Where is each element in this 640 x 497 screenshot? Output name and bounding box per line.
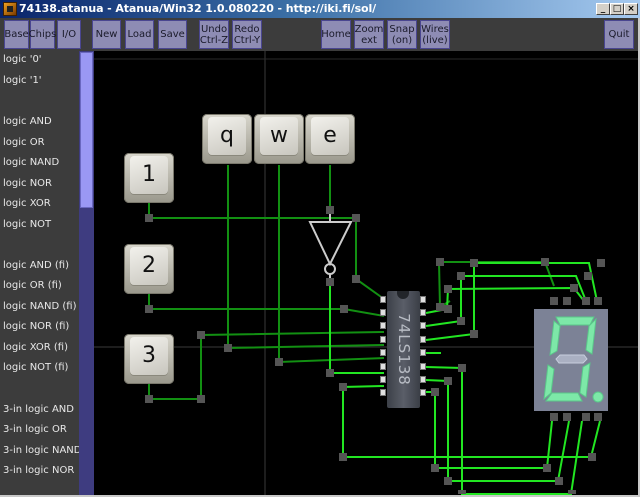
close-button[interactable]: × — [624, 3, 638, 15]
chip-pin[interactable] — [420, 389, 426, 396]
chip-pin[interactable] — [420, 363, 426, 370]
wire-key3-chip — [148, 331, 385, 400]
window-right-border — [638, 18, 640, 497]
chip-pin[interactable] — [380, 363, 386, 370]
component-or[interactable]: logic OR — [3, 137, 45, 148]
window-title: 74138.atanua - Atanua/Win32 1.0.080220 -… — [19, 2, 377, 15]
key-label-e: e — [323, 123, 337, 148]
component-not-fi[interactable]: logic NOT (fi) — [3, 362, 69, 373]
load-button[interactable]: Load — [125, 20, 154, 49]
segment-e — [543, 364, 555, 401]
circuit-canvas[interactable]: 1 2 3 q w e 74LS138 — [94, 51, 638, 495]
component-and[interactable]: logic AND — [3, 116, 52, 127]
component-logic-1[interactable]: logic '1' — [3, 75, 42, 86]
wire-keyq-chip — [227, 165, 385, 350]
segment-a — [555, 316, 595, 326]
chip-notch — [397, 291, 409, 299]
key-switch-1[interactable]: 1 — [124, 153, 174, 203]
home-button[interactable]: Home — [321, 20, 351, 49]
window-bottom-border — [0, 495, 640, 497]
chip-pin[interactable] — [420, 336, 426, 343]
wire-chip-seg-1 — [437, 261, 555, 309]
save-button[interactable]: Save — [158, 20, 187, 49]
component-list: logic '0' logic '1' logic AND logic OR l… — [0, 51, 82, 495]
component-or-fi[interactable]: logic OR (fi) — [3, 280, 62, 291]
wire-key2-chip — [148, 288, 385, 317]
key-label-w: w — [270, 123, 288, 148]
component-3in-and[interactable]: 3-in logic AND — [3, 404, 74, 415]
segment-c — [579, 362, 591, 398]
base-button[interactable]: Base — [4, 20, 29, 49]
component-xor[interactable]: logic XOR — [3, 198, 51, 209]
component-and-fi[interactable]: logic AND (fi) — [3, 260, 70, 271]
chip-pin[interactable] — [380, 336, 386, 343]
chip-pin[interactable] — [420, 349, 426, 356]
chip-pin[interactable] — [380, 309, 386, 316]
key-label-1: 1 — [142, 162, 156, 187]
chip-label: 74LS138 — [395, 313, 413, 386]
chip-pin[interactable] — [380, 389, 386, 396]
undo-button[interactable]: Undo Ctrl-Z — [199, 20, 229, 49]
component-3in-nor[interactable]: 3-in logic NOR — [3, 465, 75, 476]
key-label-3: 3 — [142, 343, 156, 368]
segments — [543, 316, 604, 403]
key-switch-2[interactable]: 2 — [124, 244, 174, 294]
chip-pin[interactable] — [420, 322, 426, 329]
key-switch-3[interactable]: 3 — [124, 334, 174, 384]
seven-segment-display[interactable] — [534, 309, 608, 411]
component-nor[interactable]: logic NOR — [3, 178, 52, 189]
chip-pin[interactable] — [420, 296, 426, 303]
segment-d — [545, 392, 583, 402]
io-button[interactable]: I/O — [57, 20, 81, 49]
chip-74ls138[interactable]: 74LS138 — [387, 291, 420, 408]
wire-key1-chip — [355, 218, 385, 300]
chip-pin[interactable] — [380, 376, 386, 383]
sidebar-scroll-thumb[interactable] — [80, 52, 93, 208]
component-nand[interactable]: logic NAND — [3, 157, 60, 168]
component-xor-fi[interactable]: logic XOR (fi) — [3, 342, 69, 353]
key-label-q: q — [220, 123, 234, 148]
title-bar: 74138.atanua - Atanua/Win32 1.0.080220 -… — [0, 0, 640, 18]
segment-f — [549, 320, 561, 356]
component-not[interactable]: logic NOT — [3, 219, 52, 230]
wires-toggle-button[interactable]: Wires (live) — [420, 20, 450, 49]
toolbar: Base Chips I/O New Load Save Undo Ctrl-Z… — [0, 18, 640, 51]
app-frame: Base Chips I/O New Load Save Undo Ctrl-Z… — [0, 18, 640, 497]
chips-button[interactable]: Chips — [29, 20, 56, 49]
chip-pin[interactable] — [380, 322, 386, 329]
maximize-button[interactable]: □ — [610, 3, 624, 15]
chip-pin[interactable] — [420, 376, 426, 383]
component-logic-0[interactable]: logic '0' — [3, 54, 42, 65]
component-3in-nand[interactable]: 3-in logic NAND — [3, 445, 82, 456]
wire-key1 — [148, 196, 356, 219]
component-nor-fi[interactable]: logic NOR (fi) — [3, 321, 70, 332]
not-gate — [308, 210, 353, 282]
chip-pin[interactable] — [380, 349, 386, 356]
inactive-wires — [148, 165, 555, 400]
key-switch-q[interactable]: q — [202, 114, 252, 164]
segment-g — [555, 354, 588, 364]
key-switch-w[interactable]: w — [254, 114, 304, 164]
chip-pin[interactable] — [420, 309, 426, 316]
segment-dp — [592, 391, 604, 403]
component-nand-fi[interactable]: logic NAND (fi) — [3, 301, 77, 312]
zoom-extents-button[interactable]: Zoom ext — [354, 20, 384, 49]
app-icon — [3, 2, 17, 16]
segment-b — [585, 317, 597, 355]
component-3in-or[interactable]: 3-in logic OR — [3, 424, 67, 435]
minimize-button[interactable]: _ — [596, 3, 610, 15]
wire-layer — [94, 51, 638, 495]
quit-button[interactable]: Quit — [604, 20, 634, 49]
key-switch-e[interactable]: e — [305, 114, 355, 164]
redo-button[interactable]: Redo Ctrl-Y — [232, 20, 262, 49]
new-button[interactable]: New — [92, 20, 121, 49]
chip-pin[interactable] — [380, 296, 386, 303]
snap-toggle-button[interactable]: Snap (on) — [387, 20, 417, 49]
key-label-2: 2 — [142, 253, 156, 278]
wire-nodes — [145, 206, 605, 494]
